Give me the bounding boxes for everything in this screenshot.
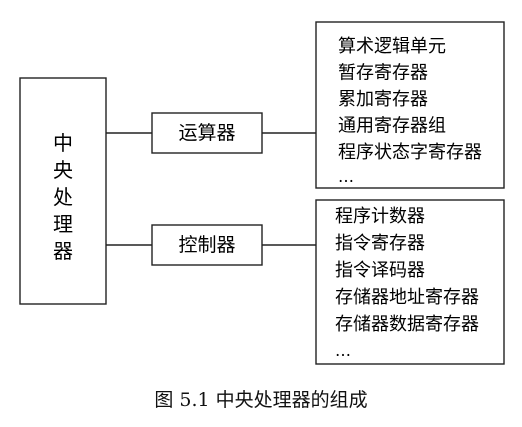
control-component-item: 程序计数器	[335, 206, 425, 227]
alu-components-list: 算术逻辑单元暂存寄存器累加寄存器通用寄存器组程序状态字寄存器 …	[338, 36, 482, 186]
alu-more-ellipsis: …	[338, 167, 355, 186]
alu-box	[151, 112, 263, 154]
control-component-item: 存储器数据寄存器	[335, 314, 479, 335]
alu-components-box	[315, 21, 505, 189]
alu-component-item: 累加寄存器	[338, 89, 428, 110]
cpu-label-char: 器	[53, 239, 73, 263]
alu-component-item: 暂存寄存器	[338, 63, 428, 84]
alu-component-item: 算术逻辑单元	[338, 36, 446, 57]
cpu-label-char: 理	[53, 212, 73, 236]
cpu-box	[19, 77, 107, 305]
alu-component-item: 程序状态字寄存器	[338, 142, 482, 163]
cpu-label: 中央处理器	[53, 131, 73, 263]
control-component-item: 指令译码器	[335, 260, 425, 281]
control-component-item: 指令寄存器	[335, 233, 425, 254]
control-component-item: 存储器地址寄存器	[335, 287, 479, 308]
cpu-label-char: 处	[53, 185, 73, 209]
alu-label: 运算器	[178, 122, 235, 144]
control-components-box	[315, 199, 505, 365]
cpu-label-char: 央	[53, 158, 73, 182]
control-box	[151, 224, 263, 266]
control-more-ellipsis: …	[335, 341, 352, 360]
cpu-label-char: 中	[53, 131, 73, 155]
control-label: 控制器	[178, 234, 235, 256]
alu-component-item: 通用寄存器组	[338, 116, 446, 137]
figure-caption: 图 5.1 中央处理器的组成	[154, 389, 368, 411]
control-components-list: 程序计数器指令寄存器指令译码器存储器地址寄存器存储器数据寄存器 …	[335, 206, 479, 360]
